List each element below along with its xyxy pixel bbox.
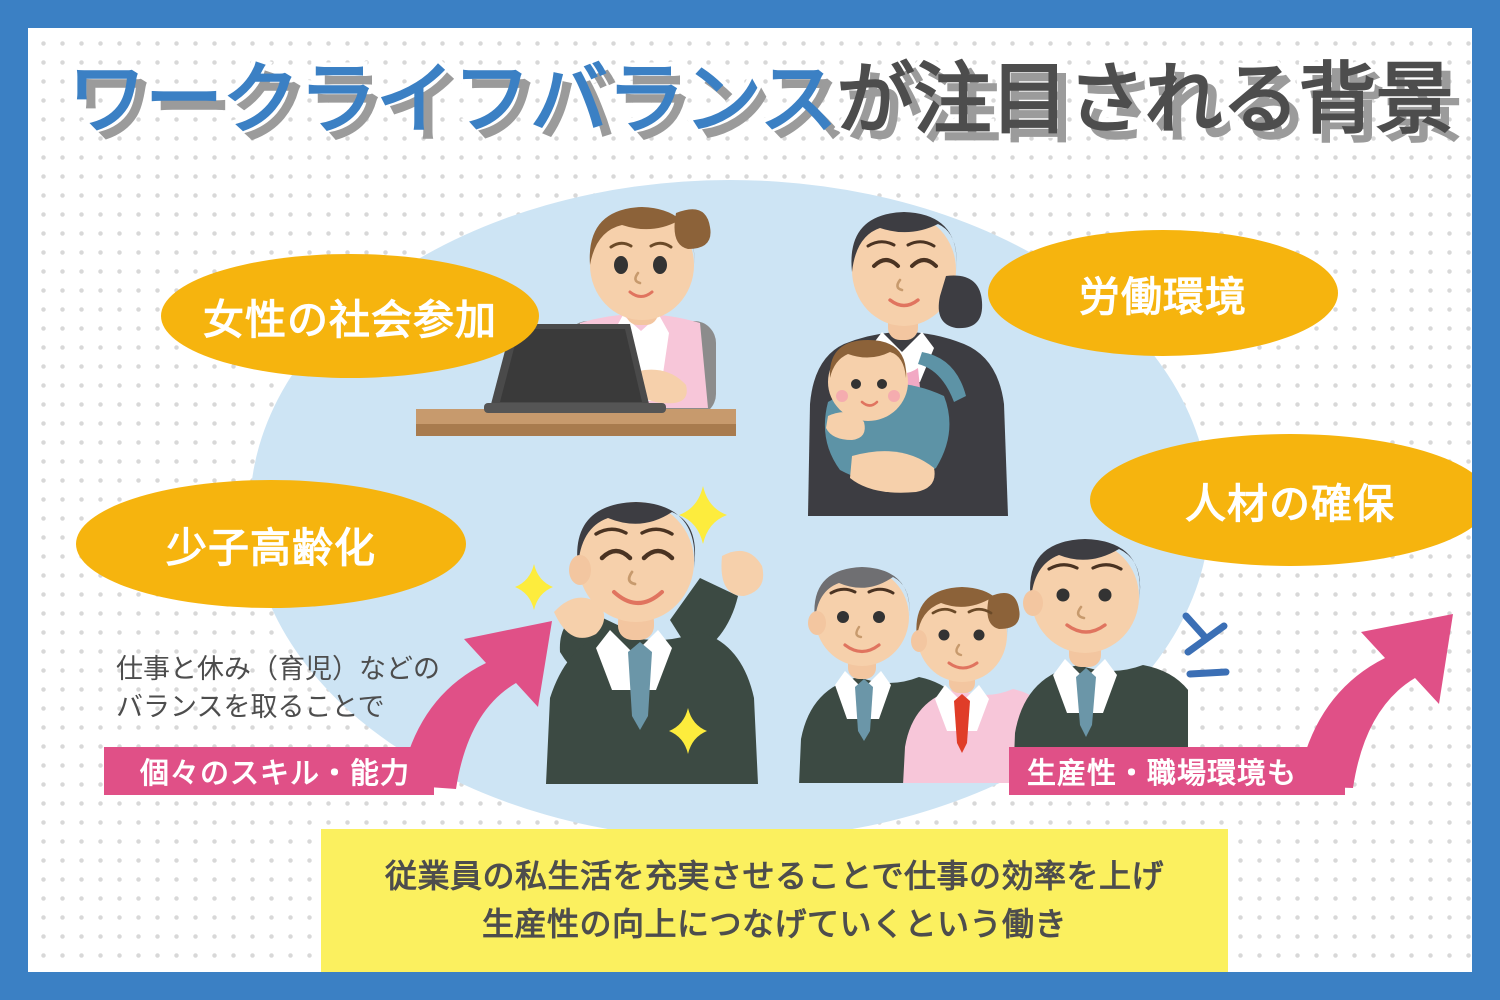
upward-curved-arrow-left [400,600,606,810]
upward-curved-arrow-right [1297,590,1472,810]
summary-line-1: 従業員の私生活を充実させることで仕事の効率を上げ [384,858,1165,895]
mother-carrying-baby-illustration [794,206,1064,516]
poster-canvas: ワークライフバランスが注目される背景 [28,28,1472,972]
title-blue-part: ワークライフバランス [63,55,841,143]
tag-working-environment[interactable]: 労働環境 [988,230,1338,356]
woman-working-on-laptop-illustration [408,203,778,453]
left-explanatory-note: 仕事と休み（育児）などの バランスを取ることで [116,650,476,727]
tag-securing-human-resources[interactable]: 人材の確保 [1090,434,1472,566]
band-individual-skills: 個々のスキル・能力 [104,747,434,795]
band-productivity-workplace-env: 生産性・職場環境も [1009,747,1345,795]
cheering-businessman-illustration [498,486,808,790]
summary-box: 従業員の私生活を充実させることで仕事の効率を上げ 生産性の向上につなげていくとい… [321,829,1228,972]
sparkle-icon [679,486,727,544]
team-of-three-employees-illustration [793,493,1207,785]
left-note-line-1: 仕事と休み（育児）などの [116,654,440,684]
page-title: ワークライフバランスが注目される背景 [63,56,1457,143]
sparkle-icon [515,564,553,610]
title-gray-part: が注目される背景 [832,55,1458,143]
emphasis-lines-icon [1168,608,1258,688]
summary-line-2: 生産性の向上につなげていくという働き [481,905,1067,942]
left-note-line-2: バランスを取ることで [116,692,385,723]
tag-declining-birthrate-aging[interactable]: 少子高齢化 [76,480,466,608]
tag-women-social-participation[interactable]: 女性の社会参加 [161,254,539,378]
sparkle-icon [669,708,707,754]
